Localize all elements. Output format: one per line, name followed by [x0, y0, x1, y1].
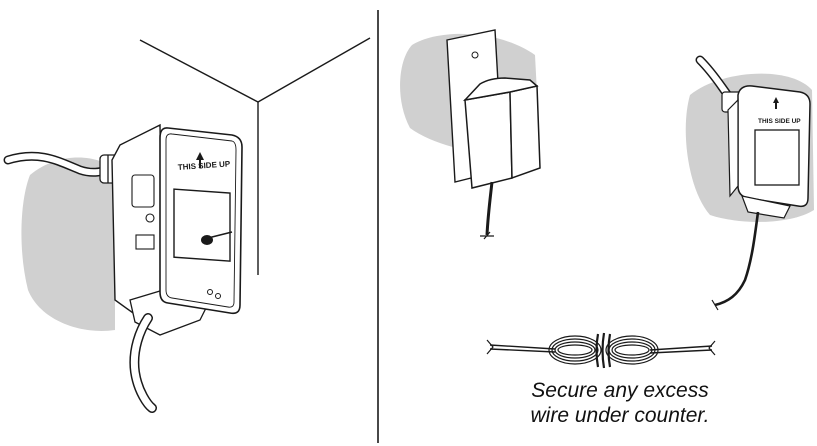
- mounted-box-window: [754, 129, 800, 186]
- mounted-box-wire: [714, 211, 760, 307]
- caption-line-2: wire under counter.: [530, 404, 710, 427]
- wall-shadow-left: [21, 157, 116, 331]
- excess-wire-caption: Secure any excess wire under counter.: [470, 378, 770, 428]
- adapter-cord: [485, 181, 494, 236]
- screw: [201, 231, 233, 245]
- coiled-wire: [486, 332, 716, 369]
- right-panel-mounted-box: THIS SIDE UP: [685, 55, 814, 311]
- right-panel-adapter: [400, 29, 541, 240]
- up-arrow-icon: [196, 152, 204, 168]
- mounted-up-arrow-icon: [773, 97, 779, 109]
- adapter-side: [509, 85, 541, 180]
- adapter-top: [462, 77, 539, 102]
- right-orientation-label: THIS SIDE UP: [758, 118, 801, 125]
- box-interior: [131, 174, 155, 250]
- box-body: [111, 123, 163, 319]
- adapter-front: [464, 91, 513, 189]
- left-panel-mounting-box: THIS SIDE UP: [3, 37, 371, 413]
- left-orientation-label: THIS SIDE UP: [178, 159, 232, 172]
- cover-window: [173, 188, 231, 262]
- caption-line-1: Secure any excess: [531, 379, 709, 402]
- wall-corner: [139, 37, 371, 275]
